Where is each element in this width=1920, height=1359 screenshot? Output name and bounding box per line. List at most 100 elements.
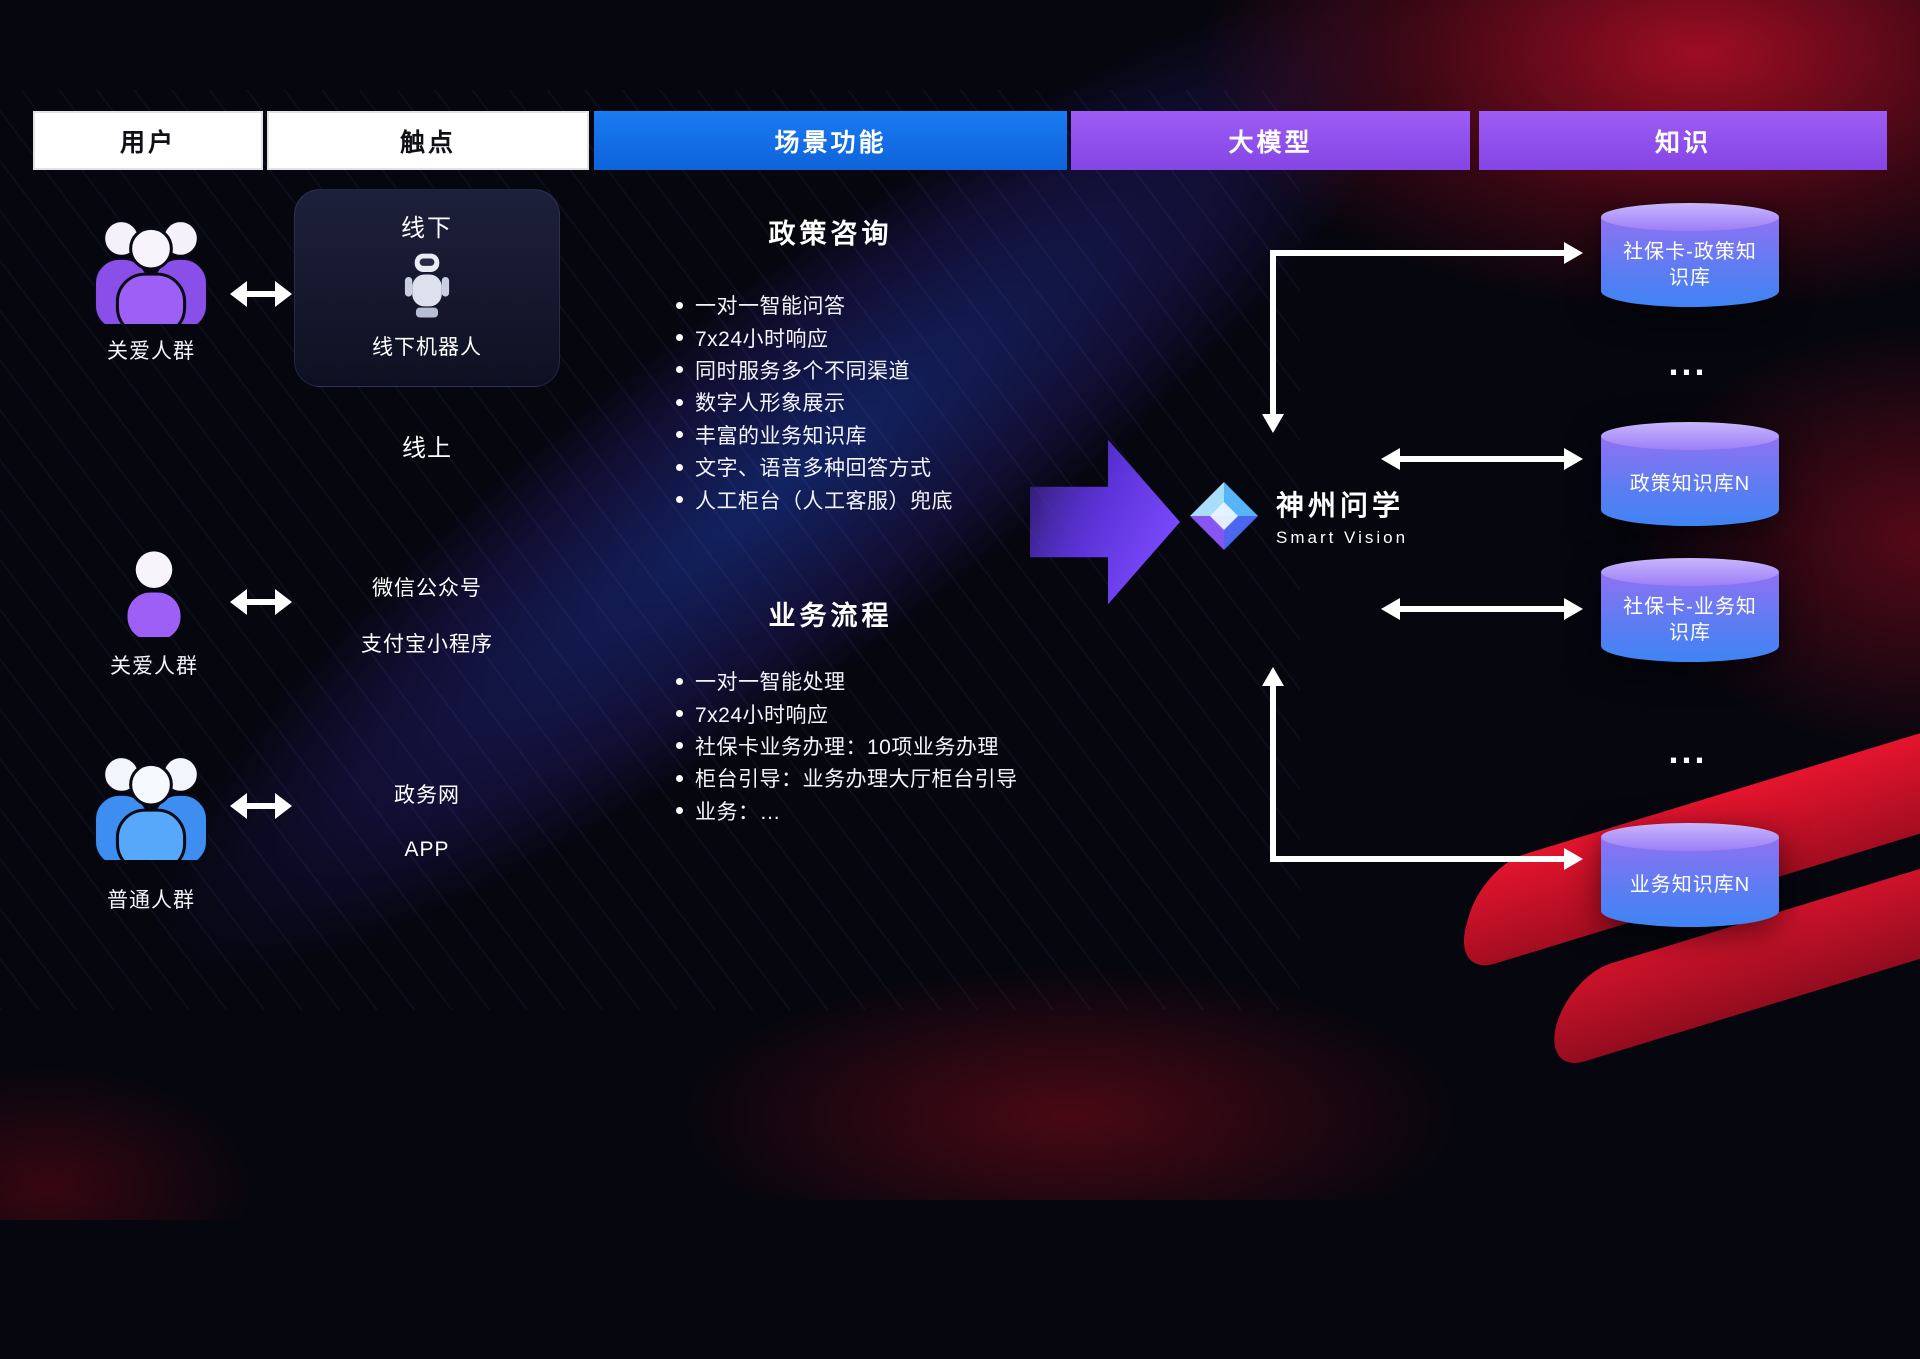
user-label: 关爱人群 [107,340,195,363]
offline-title: 线下 [401,215,453,242]
arrow-line [1399,606,1565,612]
offline-robot-caption: 线下机器人 [372,336,482,359]
arrow-line [1270,250,1276,416]
database-cylinder-top [1601,203,1779,231]
arrow-left-head [1381,448,1400,470]
channel-alipay: 支付宝小程序 [361,633,493,656]
list-item: 柜台引导：业务办理大厅柜台引导 [676,762,1018,794]
header-col-scenarios: 场景功能 [594,111,1067,170]
list-item: 人工柜台（人工客服）兜底 [676,483,953,515]
list-item-text: 文字、语音多种回答方式 [695,457,932,481]
list-item-text: 数字人形象展示 [695,392,846,416]
database-cylinder-body [1601,837,1779,927]
bidirectional-arrow [230,281,292,307]
bullet-dot [676,431,683,439]
user-label: 普通人群 [107,889,195,912]
list-item-text: 同时服务多个不同渠道 [695,359,910,383]
user-label: 关爱人群 [110,655,198,678]
arrow-bar [243,803,279,809]
database-cylinder-body [1601,217,1779,307]
list-item-text: 社保卡业务办理：10项业务办理 [695,735,999,759]
arrow-bar [243,291,279,297]
arrow-right-head [1564,598,1583,620]
arrow-right-head [275,281,292,307]
list-item-text: 一对一智能处理 [695,671,846,695]
database-cylinder-body [1601,572,1779,662]
list-item: 社保卡业务办理：10项业务办理 [676,730,1018,762]
smart-vision-logo: 神州问学 Smart Vision [1186,478,1408,554]
kb-social-business: 社保卡-业务知识库 [1601,558,1779,662]
arrow-down-head [1262,414,1284,433]
list-item-text: 7x24小时响应 [695,703,829,727]
kb-label: 业务知识库N [1629,874,1751,896]
logo-text: 神州问学 Smart Vision [1276,484,1408,548]
single-person-purple-icon [122,549,186,642]
list-item: 同时服务多个不同渠道 [676,354,953,386]
list-item: 文字、语音多种回答方式 [676,451,953,483]
brand-name: 神州问学 [1276,490,1405,521]
arrow-left-head [1381,598,1400,620]
database-cylinder-top [1601,823,1779,851]
header-col-knowledge: 知识 [1479,111,1887,170]
arrow-line [1270,856,1566,862]
list-item: 业务：… [676,795,1018,827]
bullet-dot [676,710,683,718]
diamond-logo-icon [1190,482,1258,550]
kb-ellipsis: ... [1668,730,1708,771]
channel-wechat: 微信公众号 [372,577,482,600]
list-item: 一对一智能问答 [676,289,953,321]
list-item-text: 业务：… [695,800,781,824]
bullet-dot [676,496,683,504]
kb-label: 社保卡-政策知识库 [1623,241,1757,289]
list-item: 7x24小时响应 [676,321,953,353]
channel-gov-web: 政务网 [394,784,460,807]
group-people-purple-icon [84,212,218,337]
business-process-title: 业务流程 [768,601,893,631]
offline-touchpoint-card: 线下 线下机器人 [294,189,560,387]
list-item: 数字人形象展示 [676,386,953,418]
bidirectional-arrow [230,589,292,615]
list-item: 一对一智能处理 [676,665,1018,697]
arrow-line [1270,684,1276,860]
bullet-dot [676,301,683,309]
header-col-model: 大模型 [1071,111,1470,170]
arrow-right-head [1564,848,1583,870]
arrow-right-head [1564,242,1583,264]
database-cylinder-top [1601,558,1779,586]
kb-ellipsis: ... [1668,342,1708,383]
group-people-blue-icon [84,748,218,873]
bullet-dot [676,463,683,471]
arrow-line [1399,456,1565,462]
header-col-touchpoints: 触点 [267,111,589,170]
policy-consulting-title: 政策咨询 [768,219,893,249]
list-item-text: 丰富的业务知识库 [695,424,867,448]
robot-icon [404,253,450,318]
channel-app: APP [404,838,450,861]
bullet-dot [676,742,683,750]
kb-label: 政策知识库N [1629,473,1751,495]
database-cylinder-body [1601,436,1779,526]
list-item-text: 人工柜台（人工客服）兜底 [695,489,953,513]
arrow-bar [243,599,279,605]
bullet-dot [676,366,683,374]
policy-consulting-list: 一对一智能问答 7x24小时响应 同时服务多个不同渠道 数字人形象展示 丰富的业… [676,289,953,516]
red-glow-bottom [520,780,1620,1200]
header-col-users: 用户 [33,111,263,170]
bullet-dot [676,807,683,815]
list-item-text: 柜台引导：业务办理大厅柜台引导 [695,768,1018,792]
list-item: 丰富的业务知识库 [676,419,953,451]
arrow-left-head [230,281,247,307]
arrow-right-head [275,589,292,615]
bullet-dot [676,334,683,342]
list-item: 7x24小时响应 [676,697,1018,729]
list-item-text: 7x24小时响应 [695,327,829,351]
kb-business-n: 业务知识库N [1601,823,1779,927]
arrow-right-head [1564,448,1583,470]
brand-subtitle: Smart Vision [1276,528,1409,547]
kb-policy-n: 政策知识库N [1601,422,1779,526]
red-glow-bottom-left [0,890,440,1220]
arrow-up-head [1262,667,1284,686]
bullet-dot [676,774,683,782]
list-item-text: 一对一智能问答 [695,295,846,319]
kb-label: 社保卡-业务知识库 [1623,596,1757,644]
